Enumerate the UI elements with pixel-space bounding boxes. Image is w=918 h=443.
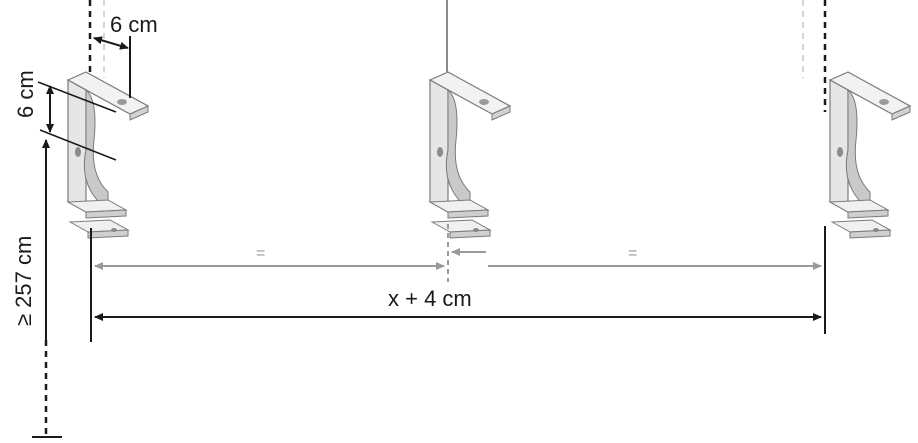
side-ext-upper: [37, 81, 117, 113]
side-offset-label: 6 cm: [13, 70, 38, 118]
total-span-label: x + 4 cm: [388, 286, 472, 311]
side-ext-lower: [39, 129, 117, 161]
equal-right-label: =: [628, 245, 637, 262]
top-offset-label: 6 cm: [110, 12, 158, 37]
right-bracket-icon: [829, 71, 911, 239]
left-bracket-icon: [67, 71, 149, 239]
top-offset-arrow: [93, 36, 129, 50]
center-bracket-icon: [429, 71, 511, 239]
height-min-label: ≥ 257 cm: [11, 236, 36, 326]
equal-left-label: =: [256, 245, 265, 262]
